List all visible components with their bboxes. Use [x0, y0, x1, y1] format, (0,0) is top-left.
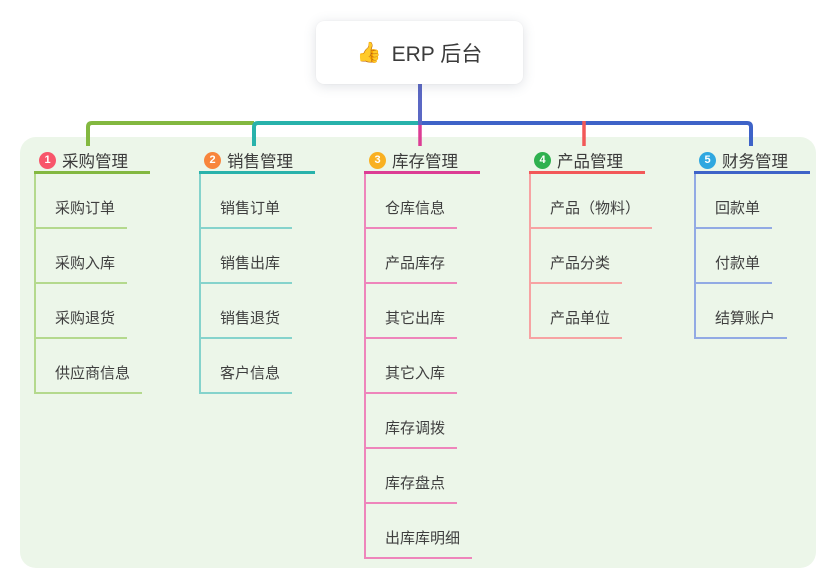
- child-node[interactable]: 销售退货: [199, 284, 293, 339]
- branches-panel: [20, 137, 816, 568]
- branch-column-product-management: 4 产品管理产品（物料）产品分类产品单位: [529, 149, 653, 339]
- branch-label: 财务管理: [722, 153, 788, 171]
- child-node[interactable]: 回款单: [694, 174, 773, 229]
- branch-node-product-management[interactable]: 4 产品管理: [529, 149, 645, 174]
- child-node[interactable]: 采购退货: [34, 284, 128, 339]
- branch-node-inventory-management[interactable]: 3 库存管理: [364, 149, 480, 174]
- child-node[interactable]: 产品库存: [364, 229, 458, 284]
- branch-trunk-line: [34, 174, 36, 394]
- child-node[interactable]: 结算账户: [694, 284, 788, 339]
- branch-column-inventory-management: 3 库存管理仓库信息产品库存其它出库其它入库库存调拨库存盘点出库库明细: [364, 149, 480, 559]
- branch-number-badge: 1: [39, 151, 56, 169]
- branch-trunk-line: [199, 174, 201, 394]
- branch-column-sales-management: 2 销售管理销售订单销售出库销售退货客户信息: [199, 149, 315, 394]
- branch-number-badge: 2: [204, 151, 221, 169]
- branch-label: 库存管理: [392, 153, 458, 171]
- branch-children: 回款单付款单结算账户: [694, 174, 810, 339]
- child-node[interactable]: 产品（物料）: [529, 174, 653, 229]
- child-node[interactable]: 采购订单: [34, 174, 128, 229]
- branch-children: 仓库信息产品库存其它出库其它入库库存调拨库存盘点出库库明细: [364, 174, 480, 559]
- branch-label: 产品管理: [557, 153, 623, 171]
- branch-label: 采购管理: [62, 153, 128, 171]
- child-node[interactable]: 客户信息: [199, 339, 293, 394]
- child-node[interactable]: 销售出库: [199, 229, 293, 284]
- child-node[interactable]: 付款单: [694, 229, 773, 284]
- branch-trunk-line: [364, 174, 366, 559]
- branch-number-badge: 4: [534, 151, 551, 169]
- branch-label: 销售管理: [227, 153, 293, 171]
- child-node[interactable]: 库存盘点: [364, 449, 458, 504]
- root-node[interactable]: 👍 ERP 后台: [316, 21, 523, 84]
- child-node[interactable]: 出库库明细: [364, 504, 473, 559]
- branch-column-purchase-management: 1 采购管理采购订单采购入库采购退货供应商信息: [34, 149, 150, 394]
- branch-node-finance-management[interactable]: 5 财务管理: [694, 149, 810, 174]
- branch-number-badge: 5: [699, 151, 716, 169]
- branch-children: 销售订单销售出库销售退货客户信息: [199, 174, 315, 394]
- child-node[interactable]: 采购入库: [34, 229, 128, 284]
- child-node[interactable]: 产品单位: [529, 284, 623, 339]
- branch-column-finance-management: 5 财务管理回款单付款单结算账户: [694, 149, 810, 339]
- branch-number-badge: 3: [369, 151, 386, 169]
- child-node[interactable]: 库存调拨: [364, 394, 458, 449]
- child-node[interactable]: 其它入库: [364, 339, 458, 394]
- branch-trunk-line: [694, 174, 696, 339]
- child-node[interactable]: 其它出库: [364, 284, 458, 339]
- branch-node-sales-management[interactable]: 2 销售管理: [199, 149, 315, 174]
- child-node[interactable]: 产品分类: [529, 229, 623, 284]
- root-node-label: ERP 后台: [391, 42, 483, 66]
- branch-node-purchase-management[interactable]: 1 采购管理: [34, 149, 150, 174]
- child-node[interactable]: 仓库信息: [364, 174, 458, 229]
- thumbs-up-icon: 👍: [356, 42, 382, 64]
- branch-trunk-line: [529, 174, 531, 339]
- branch-children: 产品（物料）产品分类产品单位: [529, 174, 653, 339]
- child-node[interactable]: 供应商信息: [34, 339, 143, 394]
- branch-children: 采购订单采购入库采购退货供应商信息: [34, 174, 150, 394]
- child-node[interactable]: 销售订单: [199, 174, 293, 229]
